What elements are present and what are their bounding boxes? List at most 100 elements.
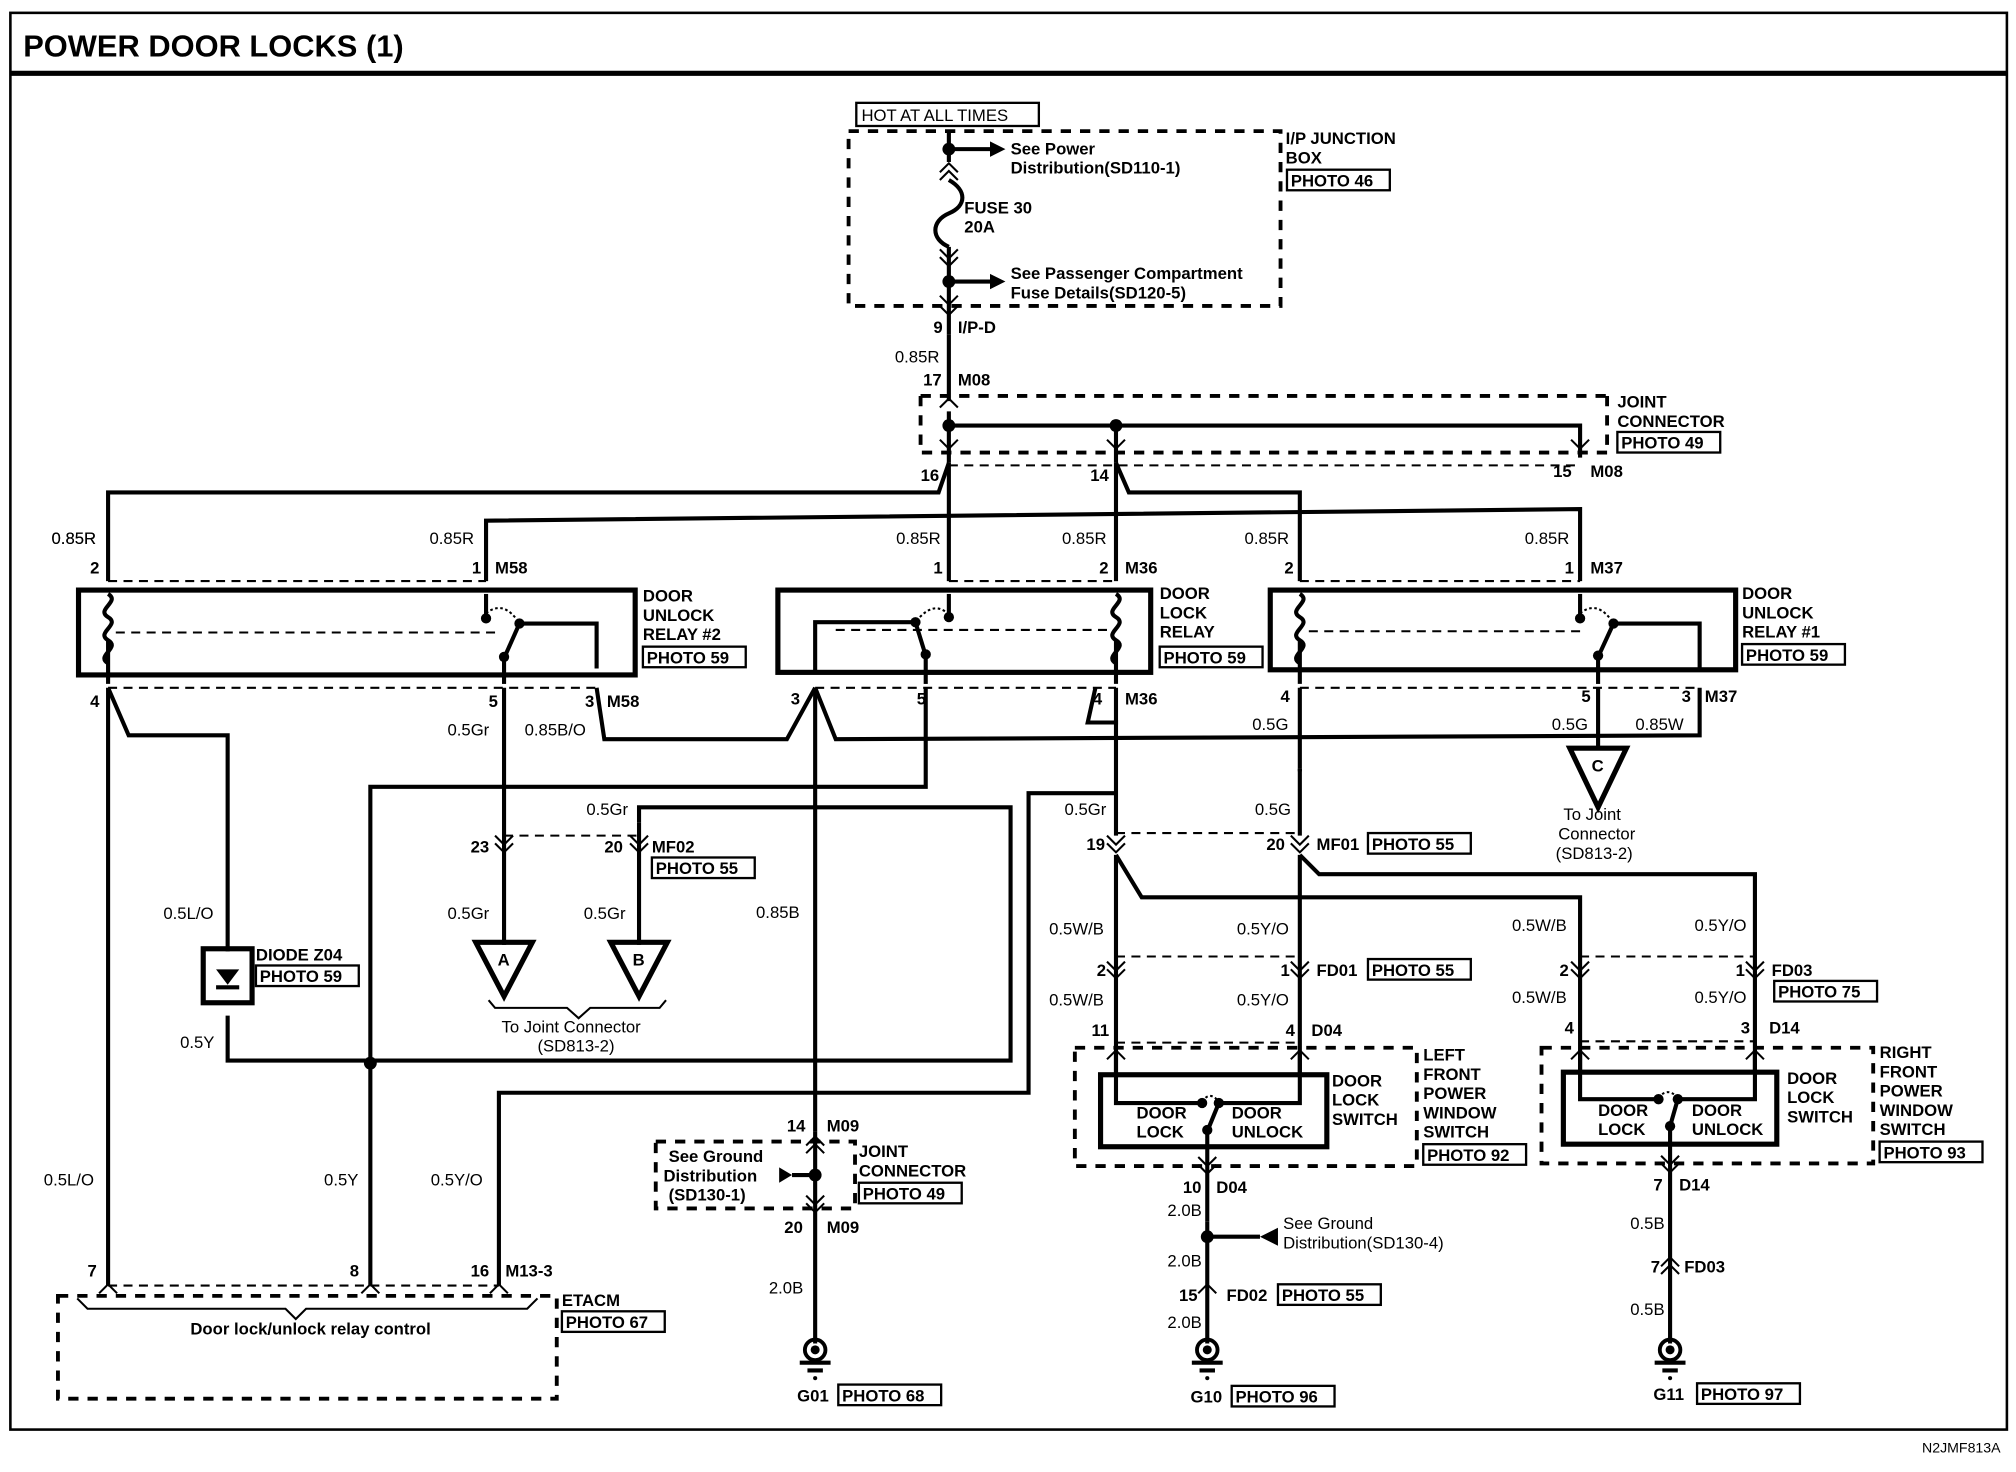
- connector-c-offpage[interactable]: C To Joint Connector (SD813-2): [1556, 745, 1636, 863]
- connector-id: MF01: [1317, 835, 1360, 854]
- ground-symbol-g01: [799, 1337, 831, 1381]
- ground-photo[interactable]: PHOTO 97: [1701, 1385, 1783, 1404]
- pin-label: 19: [1086, 835, 1105, 854]
- wire-gauge: 0.5Y/O: [1695, 988, 1747, 1007]
- pin-label: 3: [791, 690, 800, 709]
- connector-id: D14: [1769, 1019, 1800, 1038]
- fd02-photo[interactable]: PHOTO 55: [1282, 1286, 1364, 1305]
- diode-photo[interactable]: PHOTO 59: [260, 967, 342, 986]
- connector-id: D14: [1679, 1175, 1710, 1194]
- connector-id: M37: [1590, 558, 1623, 577]
- ground-id: G11: [1653, 1385, 1684, 1404]
- mf01-photo[interactable]: PHOTO 55: [1372, 835, 1454, 854]
- fd01-photo[interactable]: PHOTO 55: [1372, 961, 1454, 980]
- pin-label: 10: [1183, 1178, 1202, 1197]
- pin-label: 8: [350, 1262, 359, 1281]
- relay-photo[interactable]: PHOTO 59: [1746, 646, 1828, 665]
- relay-name: DOOR: [1160, 584, 1210, 603]
- connector-id: FD02: [1227, 1286, 1268, 1305]
- fuse-30-symbol: [933, 178, 965, 249]
- component-photo[interactable]: PHOTO 92: [1427, 1146, 1509, 1165]
- pin-label: 4: [1093, 690, 1103, 709]
- pin-label: 4: [90, 692, 100, 711]
- switch-position-unlock: DOOR: [1232, 1103, 1282, 1122]
- ground-distribution-ref[interactable]: See Ground: [669, 1147, 764, 1166]
- offpage-dest: To Joint Connector: [501, 1017, 641, 1036]
- component-name: LEFT: [1423, 1046, 1466, 1065]
- joint-connector-photo[interactable]: PHOTO 49: [1621, 434, 1703, 453]
- wire-gauge: 0.5G: [1552, 715, 1588, 734]
- pin-label: 14: [787, 1116, 806, 1135]
- relay-photo[interactable]: PHOTO 59: [1164, 648, 1246, 667]
- wire-gauge: 0.5L/O: [44, 1170, 94, 1189]
- offpage-connector-label[interactable]: A: [498, 950, 510, 969]
- wire-gauge: 0.5Gr: [447, 720, 489, 739]
- pin-label: 3: [585, 692, 594, 711]
- wire-gauge: 0.5W/B: [1049, 990, 1104, 1009]
- relay-name: DOOR: [1742, 584, 1792, 603]
- switch-position-unlock-2: UNLOCK: [1692, 1120, 1763, 1139]
- relay-name-2: LOCK: [1160, 603, 1207, 622]
- wire-gauge: 0.5G: [1252, 715, 1288, 734]
- etacm-photo[interactable]: PHOTO 67: [566, 1313, 648, 1332]
- door-unlock-relay-1: 0.85R 0.85R 2 1 M37 DOOR UNLOCK RELAY #1…: [1245, 529, 1847, 734]
- component-name-2: FRONT: [1880, 1062, 1938, 1081]
- relay-name-3: RELAY: [1160, 623, 1215, 642]
- wire-gauge: 0.85R: [52, 529, 97, 548]
- junction-box-photo[interactable]: PHOTO 46: [1291, 171, 1373, 190]
- ground-distribution-ref-3[interactable]: (SD130-1): [669, 1186, 746, 1205]
- door-lock-relay: 0.85R 0.85R 1 2 M36 DOOR LOCK RELAY PHOT…: [775, 529, 1264, 709]
- ground-distribution-ref[interactable]: See Ground: [1283, 1214, 1373, 1233]
- joint-connector-photo[interactable]: PHOTO 49: [863, 1184, 945, 1203]
- pin-label: 2: [90, 558, 99, 577]
- wire-gauge: 2.0B: [1167, 1201, 1201, 1220]
- fd03-photo[interactable]: PHOTO 75: [1778, 983, 1860, 1002]
- ground-photo[interactable]: PHOTO 68: [842, 1386, 924, 1405]
- wire-gauge: 0.85W: [1635, 715, 1684, 734]
- wire-gauge: 0.5Y/O: [1695, 916, 1747, 935]
- wire-gauge: 2.0B: [1167, 1251, 1201, 1270]
- wire-gauge: 2.0B: [769, 1278, 803, 1297]
- pin-label: 4: [1565, 1019, 1575, 1038]
- wire-gauge: 0.5W/B: [1512, 916, 1567, 935]
- connector-id: M37: [1705, 687, 1738, 706]
- relay-photo[interactable]: PHOTO 59: [647, 648, 729, 667]
- component-photo[interactable]: PHOTO 93: [1883, 1143, 1965, 1162]
- wire-gauge: 0.5Gr: [584, 904, 626, 923]
- connector-id: MF02: [652, 837, 695, 856]
- wire-gauge: 0.5L/O: [163, 904, 213, 923]
- ground-distribution-ref-2[interactable]: Distribution(SD130-4): [1283, 1233, 1444, 1252]
- pin-label: 1: [1736, 961, 1745, 980]
- mf02-photo[interactable]: PHOTO 55: [656, 859, 738, 878]
- pin-label: 4: [1281, 687, 1291, 706]
- joint-connector-bottom: 14 M09 See Ground Distribution (SD130-1)…: [653, 1116, 966, 1407]
- diode-z04: DIODE Z04 PHOTO 59: [200, 945, 360, 1006]
- wire-gauge: 0.5G: [1255, 800, 1291, 819]
- ground-photo[interactable]: PHOTO 96: [1236, 1388, 1318, 1407]
- ip-junction-box: HOT AT ALL TIMES I/P JUNCTION BOX PHOTO …: [846, 101, 1396, 337]
- wire-gauge: 0.85R: [895, 348, 940, 367]
- relay-name-3: RELAY #1: [1742, 623, 1820, 642]
- power-distribution-ref-2[interactable]: Distribution(SD110-1): [1011, 159, 1181, 178]
- component-name: RIGHT: [1880, 1043, 1933, 1062]
- ground-distribution-ref-2[interactable]: Distribution: [663, 1166, 757, 1185]
- offpage-connector-label[interactable]: B: [633, 950, 645, 969]
- relay-name-3: RELAY #2: [643, 625, 721, 644]
- switch-name-3: SWITCH: [1787, 1107, 1853, 1126]
- power-distribution-ref[interactable]: See Power: [1011, 139, 1096, 158]
- wire-gauge: 2.0B: [1167, 1313, 1201, 1332]
- pin-label: 20: [604, 837, 623, 856]
- switch-name-3: SWITCH: [1332, 1110, 1398, 1129]
- door-unlock-relay-2: 0.85R 0.85R 2 1 M58 DOOR UNLOCK RELAY #2…: [52, 529, 747, 739]
- wire-gauge: 0.5B: [1630, 1300, 1664, 1319]
- connector-id: M36: [1125, 690, 1158, 709]
- pin-label: 2: [1097, 961, 1106, 980]
- wire-gauge: 0.5W/B: [1049, 920, 1104, 939]
- right-front-power-window-switch: 0.5W/B 0.5Y/O 2 1 FD03 PHOTO 75 0.5W/B 0…: [1512, 916, 1984, 1406]
- passenger-fuse-ref[interactable]: See Passenger Compartment: [1011, 264, 1244, 283]
- relay-name-2: UNLOCK: [643, 606, 714, 625]
- passenger-fuse-ref-2[interactable]: Fuse Details(SD120-5): [1011, 283, 1186, 302]
- switch-position-unlock: DOOR: [1692, 1101, 1742, 1120]
- ground-symbol-g11: [1654, 1337, 1686, 1381]
